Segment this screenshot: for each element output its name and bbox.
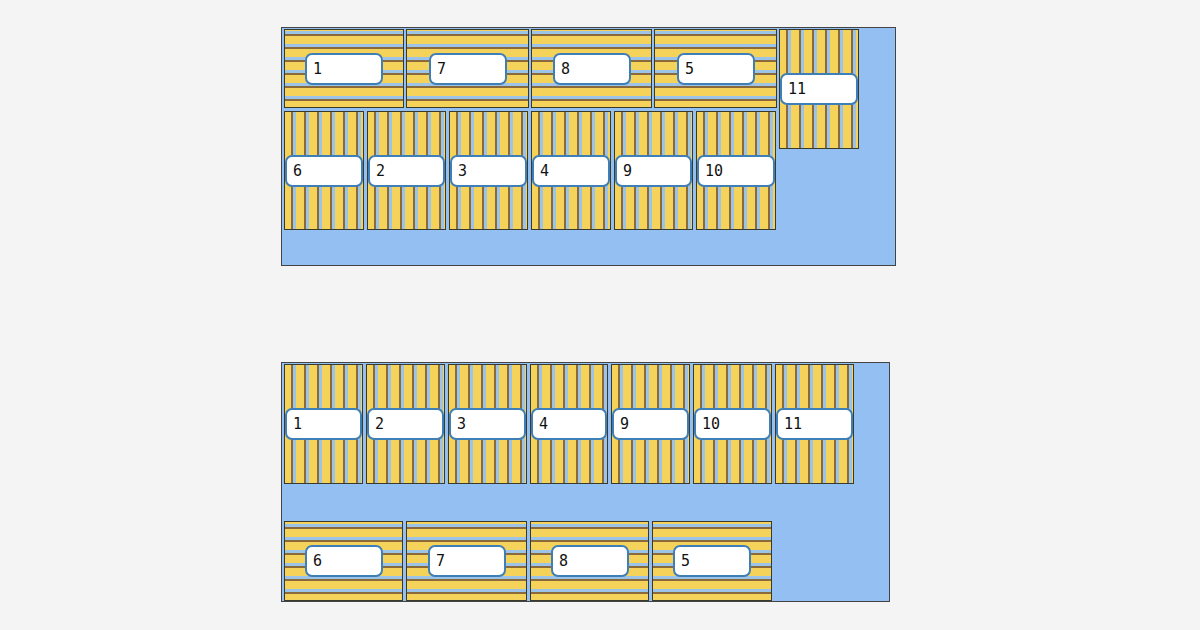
pallet-label: 8 — [553, 53, 631, 85]
pallet: 4 — [530, 364, 608, 484]
pallet: 2 — [366, 364, 445, 484]
pallet: 5 — [652, 521, 772, 601]
pallet-label: 1 — [305, 53, 383, 85]
pallet: 5 — [654, 29, 777, 108]
pallet-label: 3 — [449, 408, 526, 440]
pallet-label: 9 — [615, 155, 692, 187]
pallet-label: 10 — [694, 408, 771, 440]
pallet-label: 7 — [429, 53, 507, 85]
pallet: 4 — [531, 111, 611, 230]
pallet: 8 — [531, 29, 652, 108]
pallet: 9 — [614, 111, 693, 230]
pallet-label: 4 — [532, 155, 610, 187]
pallet: 11 — [779, 29, 859, 149]
pallet: 11 — [775, 364, 854, 484]
pallet: 10 — [696, 111, 776, 230]
pallet-label: 5 — [677, 53, 755, 85]
pallet: 6 — [284, 521, 403, 601]
pallet: 1 — [284, 364, 363, 484]
pallet-label: 11 — [780, 73, 858, 105]
container-top — [282, 28, 896, 266]
pallet-label: 1 — [285, 408, 362, 440]
pallet-label: 10 — [697, 155, 775, 187]
pallet-label: 6 — [285, 155, 363, 187]
pallet-label: 9 — [612, 408, 689, 440]
pallet: 8 — [530, 521, 649, 601]
pallet: 9 — [611, 364, 690, 484]
pallet-label: 8 — [551, 545, 629, 577]
container-bottom — [282, 363, 890, 602]
pallet-label: 7 — [428, 545, 506, 577]
pallet-label: 2 — [367, 408, 444, 440]
pallet: 2 — [367, 111, 446, 230]
pallet-label: 11 — [776, 408, 853, 440]
pallet-label: 6 — [305, 545, 383, 577]
pallet: 1 — [284, 29, 404, 108]
pallet: 7 — [406, 29, 529, 108]
pallet-label: 5 — [673, 545, 751, 577]
pallet: 6 — [284, 111, 364, 230]
pallet: 7 — [406, 521, 527, 601]
pallet-label: 4 — [531, 408, 607, 440]
pallet: 3 — [449, 111, 528, 230]
pallet: 3 — [448, 364, 527, 484]
pallet-label: 3 — [450, 155, 527, 187]
pallet: 10 — [693, 364, 772, 484]
pallet-label: 2 — [368, 155, 445, 187]
